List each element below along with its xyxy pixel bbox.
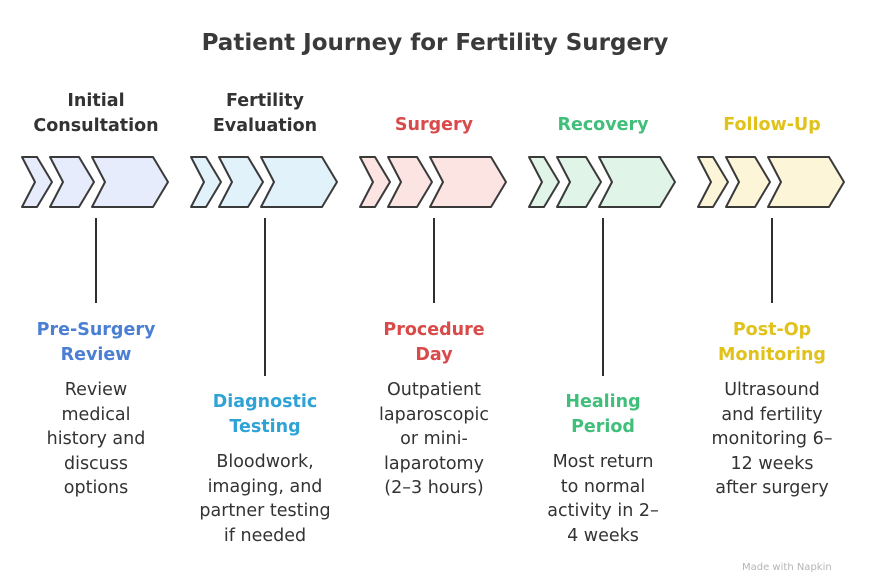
stage-chevron bbox=[429, 156, 507, 208]
stage-chevron bbox=[49, 156, 95, 208]
detail-title: Pre-Surgery Review bbox=[36, 320, 156, 365]
stage-chevron bbox=[21, 156, 53, 208]
detail-title: Healing Period bbox=[565, 392, 641, 437]
stage-connector bbox=[264, 218, 266, 376]
stage-chevron bbox=[91, 156, 169, 208]
stage-chevron bbox=[725, 156, 771, 208]
diagram-title: Patient Journey for Fertility Surgery bbox=[201, 30, 669, 56]
stage-connector bbox=[433, 218, 435, 303]
stage-chevron bbox=[528, 156, 560, 208]
stage-chevron bbox=[359, 156, 391, 208]
stage-chevron bbox=[767, 156, 845, 208]
stage-chevron bbox=[556, 156, 602, 208]
detail-description: Review medical history and discuss optio… bbox=[46, 380, 146, 498]
stage-chevron bbox=[190, 156, 222, 208]
stage-label: Recovery bbox=[557, 115, 649, 135]
stage-chevron bbox=[387, 156, 433, 208]
stage-label: Fertility Evaluation bbox=[212, 91, 318, 136]
stage-connector bbox=[95, 218, 97, 303]
stage-chevron bbox=[598, 156, 676, 208]
stage-label: Initial Consultation bbox=[33, 91, 159, 136]
stage-connector bbox=[602, 218, 604, 376]
stage-chevron bbox=[260, 156, 338, 208]
stage-chevron bbox=[697, 156, 729, 208]
detail-description: Most return to normal activity in 2– 4 w… bbox=[547, 452, 659, 546]
detail-description: Bloodwork, imaging, and partner testing … bbox=[199, 452, 331, 546]
detail-title: Procedure Day bbox=[383, 320, 485, 365]
napkin-credit: Made with Napkin bbox=[742, 562, 832, 573]
detail-title: Diagnostic Testing bbox=[212, 392, 318, 437]
detail-title: Post-Op Monitoring bbox=[718, 320, 826, 365]
stage-label: Surgery bbox=[394, 115, 474, 135]
detail-description: Ultrasound and fertility monitoring 6– 1… bbox=[711, 380, 833, 498]
stage-connector bbox=[771, 218, 773, 303]
stage-label: Follow-Up bbox=[723, 115, 821, 135]
detail-description: Outpatient laparoscopic or mini- laparot… bbox=[379, 380, 489, 498]
stage-chevron bbox=[218, 156, 264, 208]
